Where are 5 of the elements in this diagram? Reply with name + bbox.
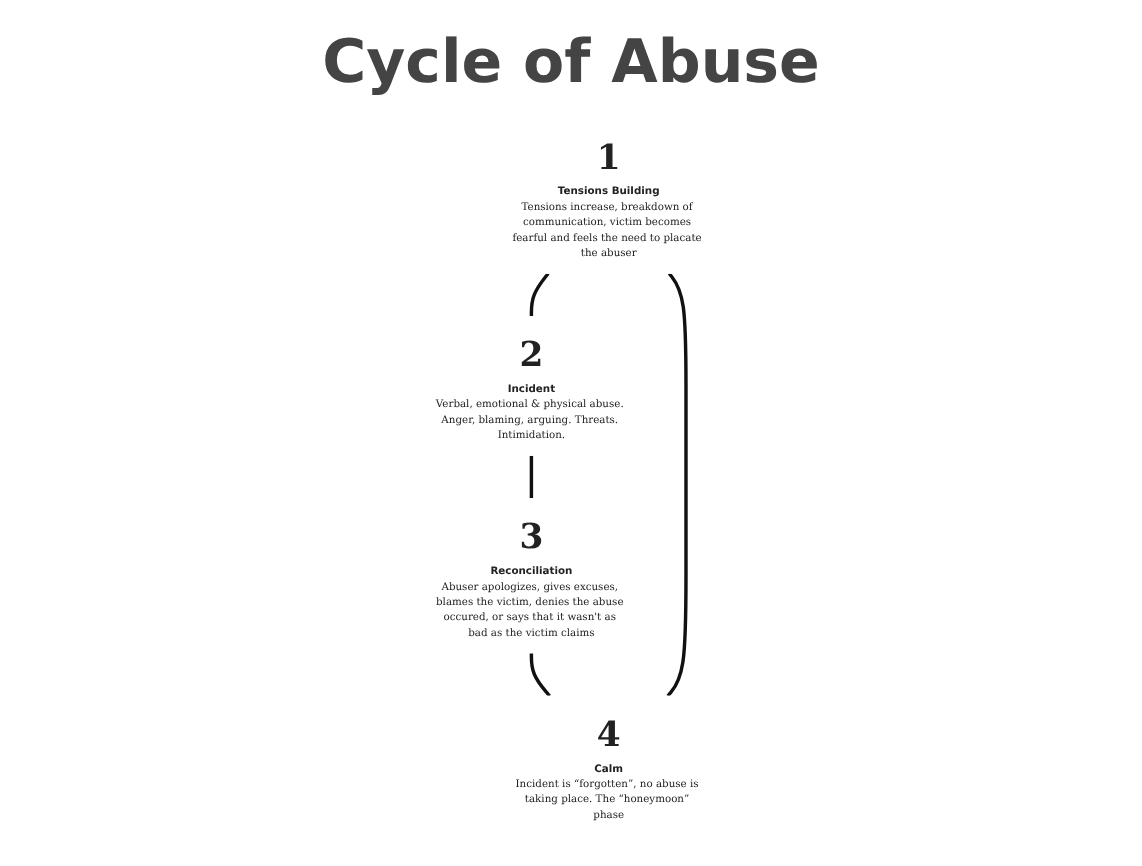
connector	[530, 652, 552, 697]
connector	[530, 454, 535, 498]
connector	[667, 271, 689, 697]
connector	[530, 271, 551, 316]
title: Cycle of Abuse	[320, 28, 822, 98]
